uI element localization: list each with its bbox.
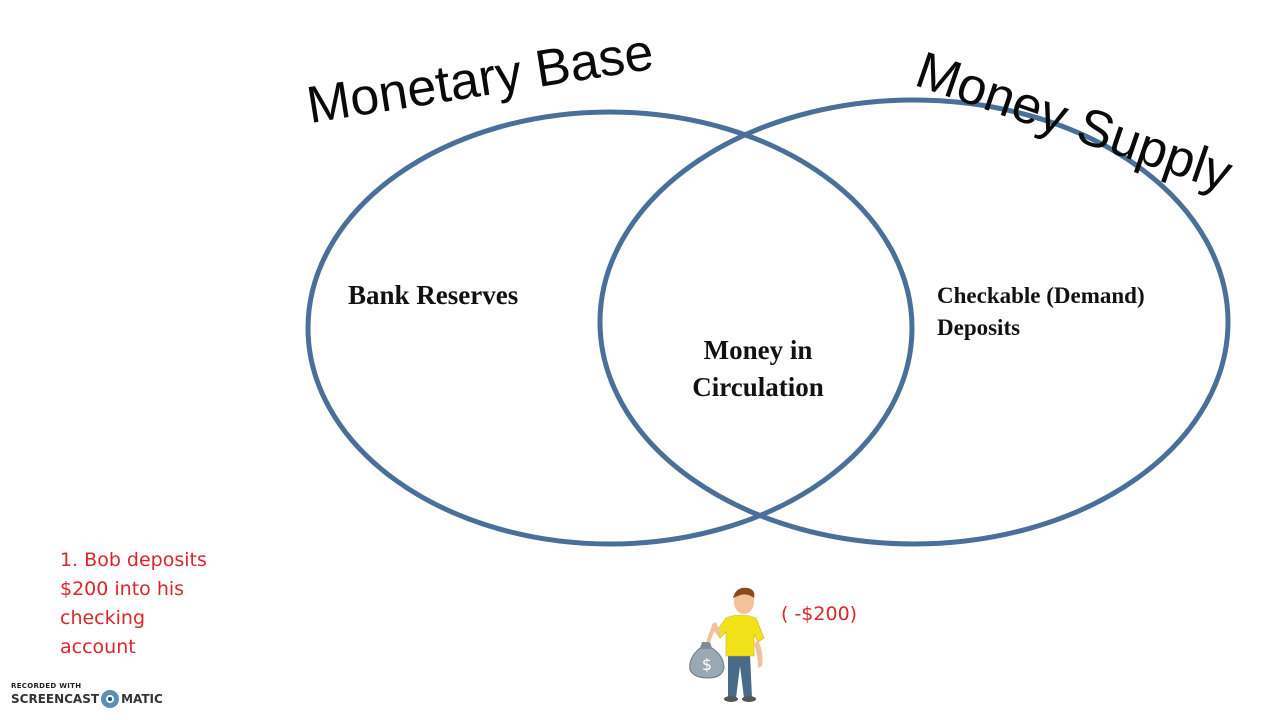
bag-dollar-sign: $ (702, 655, 712, 674)
watermark-left: SCREENCAST (11, 692, 100, 706)
left-arm (712, 622, 722, 636)
head (734, 590, 754, 614)
screencast-logo-icon (101, 690, 120, 708)
scenario-note: 1. Bob deposits $200 into his checking a… (60, 546, 207, 662)
screencast-watermark: RECORDED WITH SCREENCAST MATIC (11, 682, 163, 708)
bag-neck (700, 642, 712, 648)
watermark-right: MATIC (121, 692, 163, 706)
note-line: checking (60, 607, 146, 629)
jeans (728, 654, 752, 698)
money-in-circulation-text: Money in Circulation (660, 332, 856, 406)
note-line: $200 into his (60, 578, 185, 600)
center-line-2: Circulation (692, 372, 824, 402)
note-line: 1. Bob deposits (60, 549, 207, 571)
money-supply-circle (597, 97, 1231, 547)
amount-change-label: ( -$200) (781, 603, 858, 625)
yellow-shirt (715, 614, 765, 657)
bob-character-icon: $ (689, 587, 765, 702)
left-shoe (724, 696, 738, 702)
hair (733, 587, 755, 598)
note-line: account (60, 636, 136, 658)
right-line-2: Deposits (937, 315, 1021, 340)
money-bag (689, 647, 725, 679)
watermark-brand: SCREENCAST MATIC (11, 690, 163, 708)
right-shoe (742, 696, 756, 702)
watermark-recorded-with: RECORDED WITH (11, 682, 82, 690)
bank-reserves-text: Bank Reserves (348, 280, 519, 310)
bag-hand-link (706, 625, 716, 643)
center-line-1: Money in (703, 335, 813, 365)
monetary-base-circle (305, 109, 915, 547)
right-arm (754, 640, 763, 668)
right-line-1: Checkable (Demand) (937, 283, 1145, 308)
checkable-deposits-text: Checkable (Demand) Deposits (937, 280, 1145, 344)
